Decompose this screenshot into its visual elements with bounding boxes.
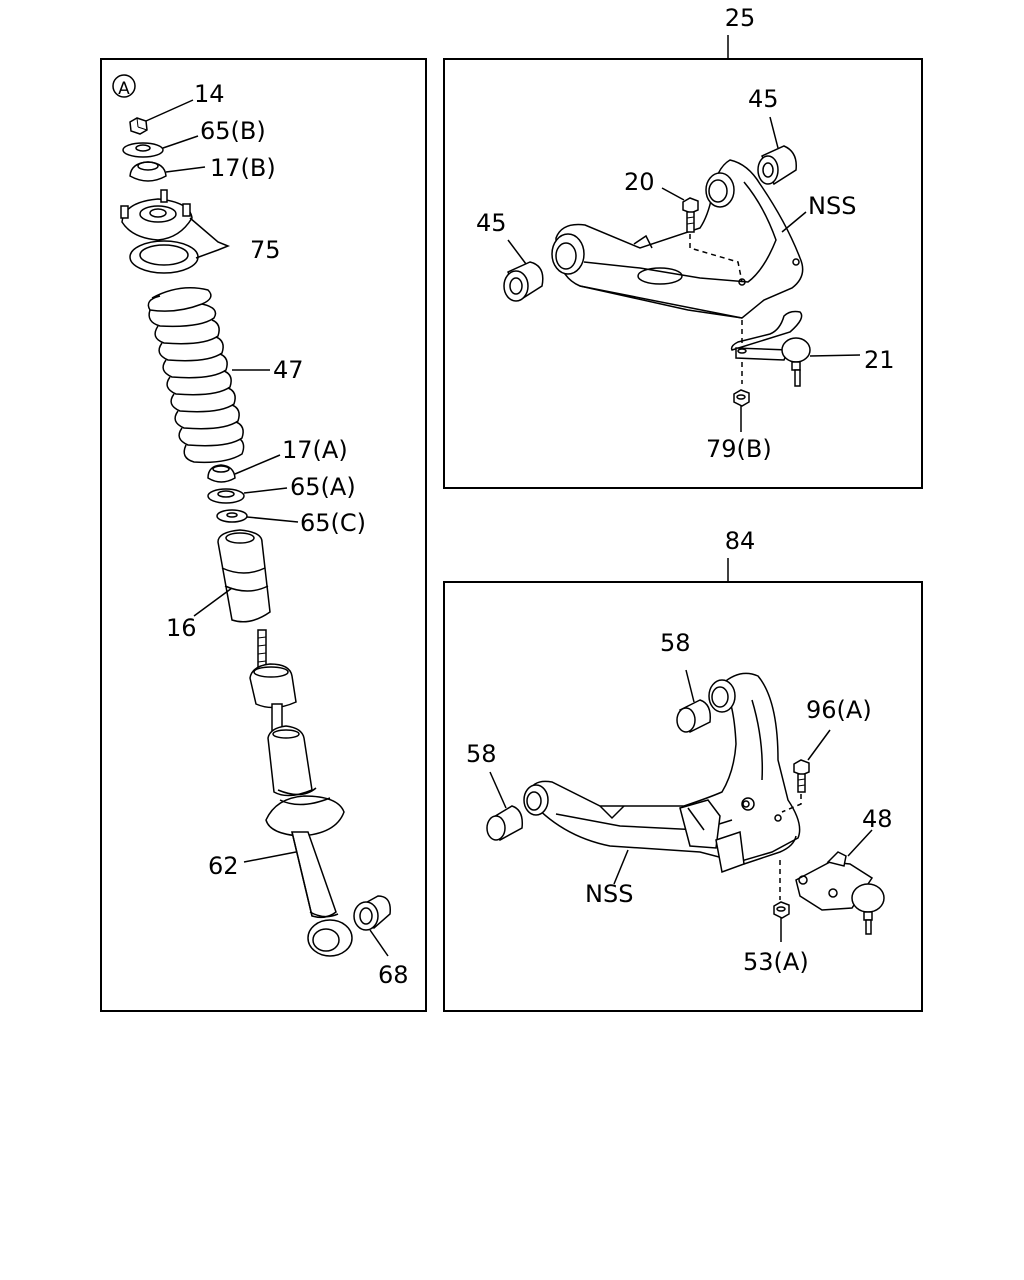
part-45-bushing-left — [503, 261, 544, 302]
leader-45-right — [769, 116, 779, 149]
leader-58-upper — [685, 669, 695, 703]
label-96a: 96(A) — [806, 696, 872, 724]
label-20: 20 — [624, 168, 655, 196]
part-62-shock-absorber — [249, 629, 353, 957]
part-68-bushing — [353, 895, 391, 931]
label-48: 48 — [862, 805, 893, 833]
part-58-bushing-left — [486, 805, 524, 842]
leader-58-left — [489, 771, 507, 809]
label-75: 75 — [250, 236, 281, 264]
panel-upper-control-arm: 25 45 45 — [443, 4, 923, 489]
leader-75 — [189, 217, 231, 259]
part-48-ball-joint — [795, 851, 885, 935]
leader-65b — [162, 135, 199, 149]
part-53a-nut — [773, 901, 790, 919]
leader-20 — [661, 187, 685, 201]
part-58-bushing-upper — [676, 699, 712, 734]
panel-a-marker-circle — [112, 74, 136, 98]
part-65a-washer — [207, 488, 245, 504]
label-79b: 79(B) — [706, 435, 772, 463]
part-17a-bump-rubber — [207, 464, 236, 483]
label-21: 21 — [864, 346, 895, 374]
panel-upper-frame — [443, 58, 923, 489]
panel-a-frame — [100, 58, 427, 1012]
label-58-left: 58 — [466, 740, 497, 768]
label-53a: 53(A) — [743, 948, 809, 976]
leader-14 — [145, 99, 194, 122]
part-20-bolt — [682, 197, 699, 233]
part-47-coil-spring — [147, 287, 245, 464]
leader-45-left — [507, 239, 527, 265]
leader-nss-lower — [613, 849, 629, 885]
leader-65c — [246, 516, 299, 523]
label-16: 16 — [166, 614, 197, 642]
leader-nss-upper — [781, 211, 807, 233]
label-25: 25 — [725, 4, 756, 32]
panel-lower-frame — [443, 581, 923, 1012]
label-45-right: 45 — [748, 85, 779, 113]
lower-arm-body — [523, 672, 801, 874]
leader-65a — [243, 487, 288, 494]
part-21-ball-joint — [730, 310, 811, 387]
part-16-dust-boot — [217, 529, 271, 623]
part-79b-nut — [733, 389, 750, 407]
label-47: 47 — [273, 356, 304, 384]
bolt-20-insertion-path — [689, 234, 743, 283]
label-17b: 17(B) — [210, 154, 276, 182]
part-17b-mount-rubber — [129, 161, 167, 182]
label-14: 14 — [194, 80, 225, 108]
leader-62 — [243, 851, 297, 863]
part-45-bushing-right — [757, 145, 797, 186]
label-68: 68 — [378, 961, 409, 989]
label-65b: 65(B) — [200, 117, 266, 145]
label-17a: 17(A) — [282, 436, 348, 464]
upper-arm-body — [551, 159, 804, 319]
part-96a-bolt — [793, 759, 810, 793]
leader-17a — [234, 454, 281, 475]
label-84: 84 — [725, 527, 756, 555]
part-14-nut — [129, 117, 148, 135]
part-65b-washer — [122, 142, 164, 158]
leader-68 — [369, 929, 389, 957]
label-65a: 65(A) — [290, 473, 356, 501]
part-65c-washer — [216, 509, 248, 523]
label-65c: 65(C) — [300, 509, 366, 537]
leader-21 — [809, 354, 861, 357]
label-62: 62 — [208, 852, 239, 880]
bolt-96a-path — [781, 794, 802, 813]
leader-17b — [165, 166, 206, 173]
panel-lower-control-arm: 84 58 — [443, 527, 923, 1012]
leader-96a — [807, 729, 831, 761]
leader-16 — [193, 587, 233, 617]
label-58-upper: 58 — [660, 629, 691, 657]
panel-a-marker: A — [118, 79, 130, 99]
label-nss-upper: NSS — [808, 192, 856, 220]
label-nss-lower: NSS — [585, 880, 633, 908]
panel-a-strut-assembly: A 14 65(B) 17(B) — [100, 58, 427, 1012]
label-45-left: 45 — [476, 209, 507, 237]
part-75-upper-mount — [120, 189, 199, 274]
leader-48 — [847, 829, 873, 857]
